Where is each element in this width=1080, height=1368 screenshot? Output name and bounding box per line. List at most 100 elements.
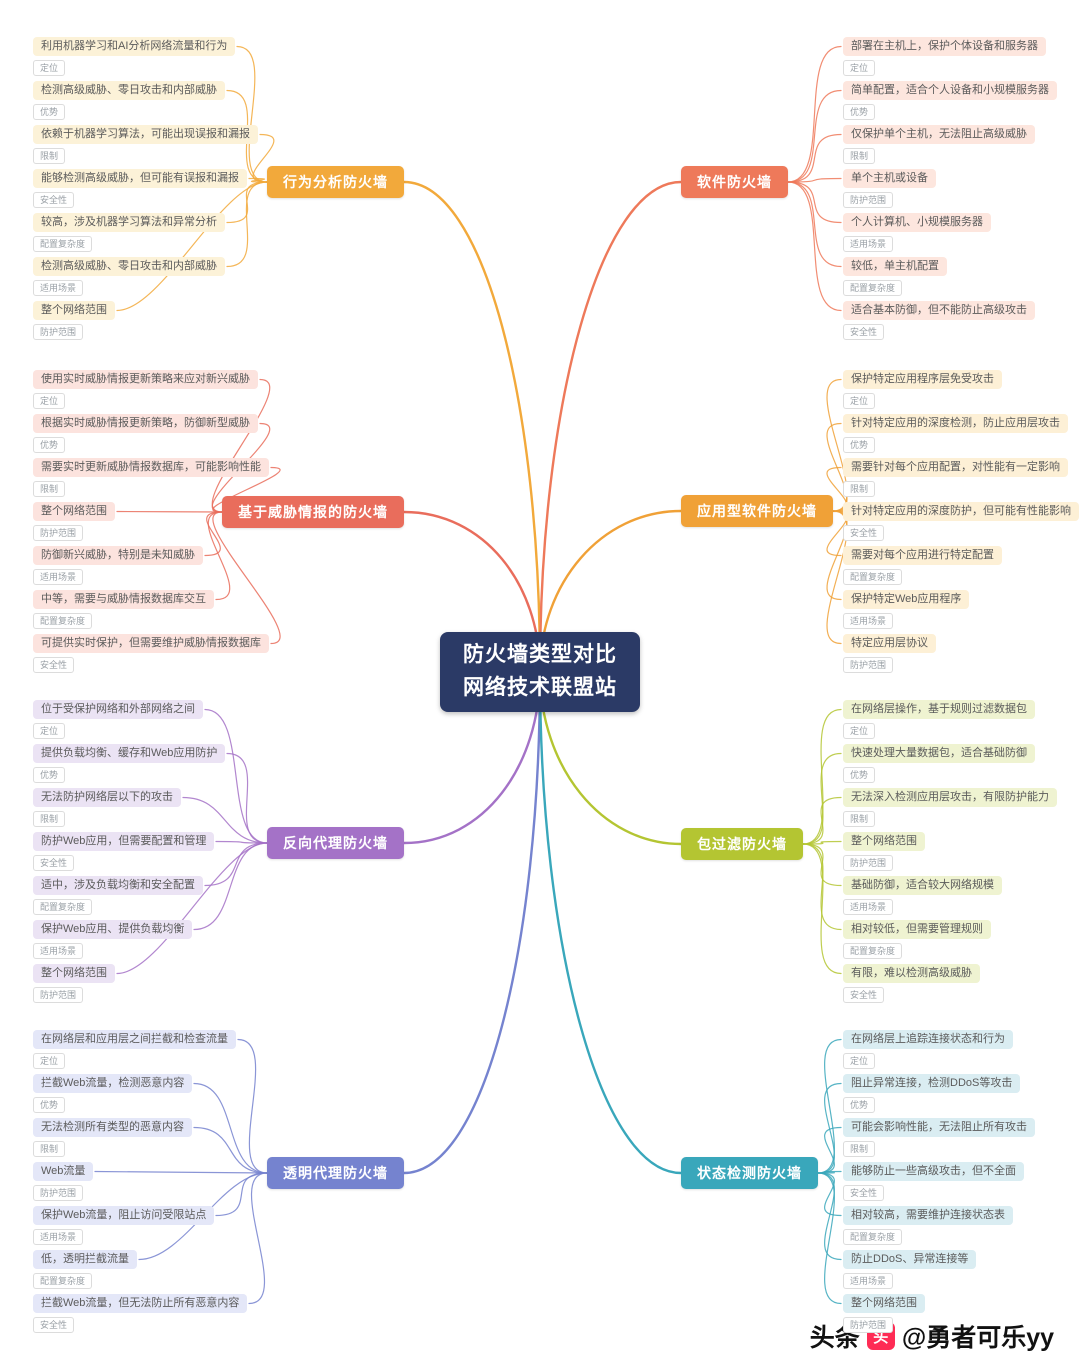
- leaf-text: 部署在主机上，保护个体设备和服务器: [843, 37, 1046, 56]
- leaf-tag: 适用场景: [843, 613, 894, 629]
- leaf-tag: 定位: [33, 723, 66, 739]
- leaf-text: 保护特定Web应用程序: [843, 590, 970, 609]
- leaf-text: 在网络层和应用层之间拦截和检查流量: [33, 1030, 236, 1049]
- leaf-text: 拦截Web流量，检测恶意内容: [33, 1074, 193, 1093]
- leaf-text: 无法深入检测应用层攻击，有限防护能力: [843, 788, 1057, 807]
- branch-node: 软件防火墙: [681, 166, 788, 198]
- leaf-tag: 限制: [843, 811, 876, 827]
- leaf-text: 无法检测所有类型的恶意内容: [33, 1118, 192, 1137]
- leaf-text: 阻止异常连接，检测DDoS等攻击: [843, 1074, 1021, 1093]
- leaf-tag: 配置复杂度: [843, 280, 903, 296]
- leaf-text: 拦截Web流量，但无法防止所有恶意内容: [33, 1294, 248, 1313]
- leaf-tag: 防护范围: [33, 987, 84, 1003]
- leaf-text: 利用机器学习和AI分析网络流量和行为: [33, 37, 236, 56]
- leaf-text: 低，透明拦截流量: [33, 1250, 137, 1269]
- leaf-tag: 防护范围: [843, 192, 894, 208]
- leaf-tag: 限制: [33, 811, 66, 827]
- leaf-text: 快速处理大量数据包，适合基础防御: [843, 744, 1035, 763]
- leaf-text: 较低，单主机配置: [843, 257, 947, 276]
- leaf-tag: 适用场景: [33, 943, 84, 959]
- leaf-tag: 适用场景: [33, 569, 84, 585]
- leaf-tag: 限制: [843, 481, 876, 497]
- leaf-text: 整个网络范围: [33, 964, 115, 983]
- leaf-text: 特定应用层协议: [843, 634, 936, 653]
- leaf-tag: 配置复杂度: [33, 236, 93, 252]
- leaf-tag: 定位: [843, 393, 876, 409]
- leaf-tag: 防护范围: [843, 1317, 894, 1333]
- leaf-tag: 优势: [843, 1097, 876, 1113]
- leaf-tag: 适用场景: [843, 899, 894, 915]
- leaf-tag: 适用场景: [843, 1273, 894, 1289]
- leaf-tag: 定位: [843, 723, 876, 739]
- leaf-tag: 限制: [33, 148, 66, 164]
- leaf-text: Web流量: [33, 1162, 94, 1181]
- leaf-tag: 优势: [33, 1097, 66, 1113]
- leaf-tag: 优势: [843, 437, 876, 453]
- leaf-tag: 安全性: [843, 987, 885, 1003]
- leaf-text: 检测高级威胁、零日攻击和内部威胁: [33, 257, 225, 276]
- leaf-tag: 配置复杂度: [33, 613, 93, 629]
- leaf-tag: 安全性: [843, 1185, 885, 1201]
- watermark-handle: @勇者可乐yy: [901, 1324, 1054, 1352]
- leaf-tag: 适用场景: [843, 236, 894, 252]
- leaf-text: 简单配置，适合个人设备和小规模服务器: [843, 81, 1057, 100]
- leaf-text: 检测高级威胁、零日攻击和内部威胁: [33, 81, 225, 100]
- leaf-text: 保护Web应用、提供负载均衡: [33, 920, 193, 939]
- leaf-text: 中等，需要与威胁情报数据库交互: [33, 590, 214, 609]
- leaf-text: 提供负载均衡、缓存和Web应用防护: [33, 744, 226, 763]
- leaf-text: 依赖于机器学习算法，可能出现误报和漏报: [33, 125, 258, 144]
- leaf-tag: 定位: [33, 1053, 66, 1069]
- leaf-text: 需要实时更新威胁情报数据库，可能影响性能: [33, 458, 269, 477]
- leaf-text: 在网络层上追踪连接状态和行为: [843, 1030, 1013, 1049]
- leaf-text: 整个网络范围: [843, 1294, 925, 1313]
- leaf-text: 能够防止一些高级攻击，但不全面: [843, 1162, 1024, 1181]
- center-topic: 防火墙类型对比 网络技术联盟站: [440, 632, 640, 712]
- leaf-text: 根据实时威胁情报更新策略，防御新型威胁: [33, 414, 258, 433]
- leaf-tag: 防护范围: [33, 324, 84, 340]
- leaf-tag: 适用场景: [33, 1229, 84, 1245]
- leaf-text: 个人计算机、小规模服务器: [843, 213, 991, 232]
- leaf-text: 防御新兴威胁，特别是未知威胁: [33, 546, 203, 565]
- leaf-tag: 优势: [33, 767, 66, 783]
- branch-node: 行为分析防火墙: [267, 166, 404, 198]
- leaf-text: 适合基本防御，但不能防止高级攻击: [843, 301, 1035, 320]
- leaf-text: 使用实时威胁情报更新策略来应对新兴威胁: [33, 370, 258, 389]
- leaf-tag: 优势: [843, 767, 876, 783]
- branch-node: 状态检测防火墙: [681, 1157, 818, 1189]
- branch-node: 包过滤防火墙: [681, 828, 803, 860]
- leaf-text: 可提供实时保护，但需要维护威胁情报数据库: [33, 634, 269, 653]
- leaf-text: 相对较低，但需要管理规则: [843, 920, 991, 939]
- leaf-tag: 配置复杂度: [843, 569, 903, 585]
- leaf-tag: 防护范围: [33, 525, 84, 541]
- leaf-text: 适中，涉及负载均衡和安全配置: [33, 876, 203, 895]
- branch-node: 反向代理防火墙: [267, 827, 404, 859]
- leaf-text: 相对较高，需要维护连接状态表: [843, 1206, 1013, 1225]
- leaf-tag: 定位: [843, 60, 876, 76]
- leaf-tag: 安全性: [33, 855, 75, 871]
- leaf-text: 防护Web应用，但需要配置和管理: [33, 832, 215, 851]
- leaf-tag: 防护范围: [843, 855, 894, 871]
- leaf-text: 需要对每个应用进行特定配置: [843, 546, 1002, 565]
- leaf-tag: 优势: [33, 437, 66, 453]
- leaf-tag: 优势: [33, 104, 66, 120]
- leaf-text: 基础防御，适合较大网络规模: [843, 876, 1002, 895]
- leaf-tag: 限制: [33, 1141, 66, 1157]
- branch-node: 透明代理防火墙: [267, 1157, 404, 1189]
- leaf-tag: 定位: [843, 1053, 876, 1069]
- branch-node: 应用型软件防火墙: [681, 495, 833, 527]
- leaf-tag: 安全性: [33, 192, 75, 208]
- leaf-text: 需要针对每个应用配置，对性能有一定影响: [843, 458, 1068, 477]
- leaf-text: 无法防护网络层以下的攻击: [33, 788, 181, 807]
- branch-node: 基于威胁情报的防火墙: [222, 496, 404, 528]
- leaf-text: 保护Web流量，阻止访问受限站点: [33, 1206, 215, 1225]
- leaf-tag: 定位: [33, 393, 66, 409]
- leaf-tag: 配置复杂度: [843, 943, 903, 959]
- leaf-text: 可能会影响性能，无法阻止所有攻击: [843, 1118, 1035, 1137]
- leaf-tag: 定位: [33, 60, 66, 76]
- center-title: 防火墙类型对比: [463, 643, 617, 667]
- leaf-text: 较高，涉及机器学习算法和异常分析: [33, 213, 225, 232]
- leaf-tag: 安全性: [33, 657, 75, 673]
- leaf-text: 仅保护单个主机，无法阻止高级威胁: [843, 125, 1035, 144]
